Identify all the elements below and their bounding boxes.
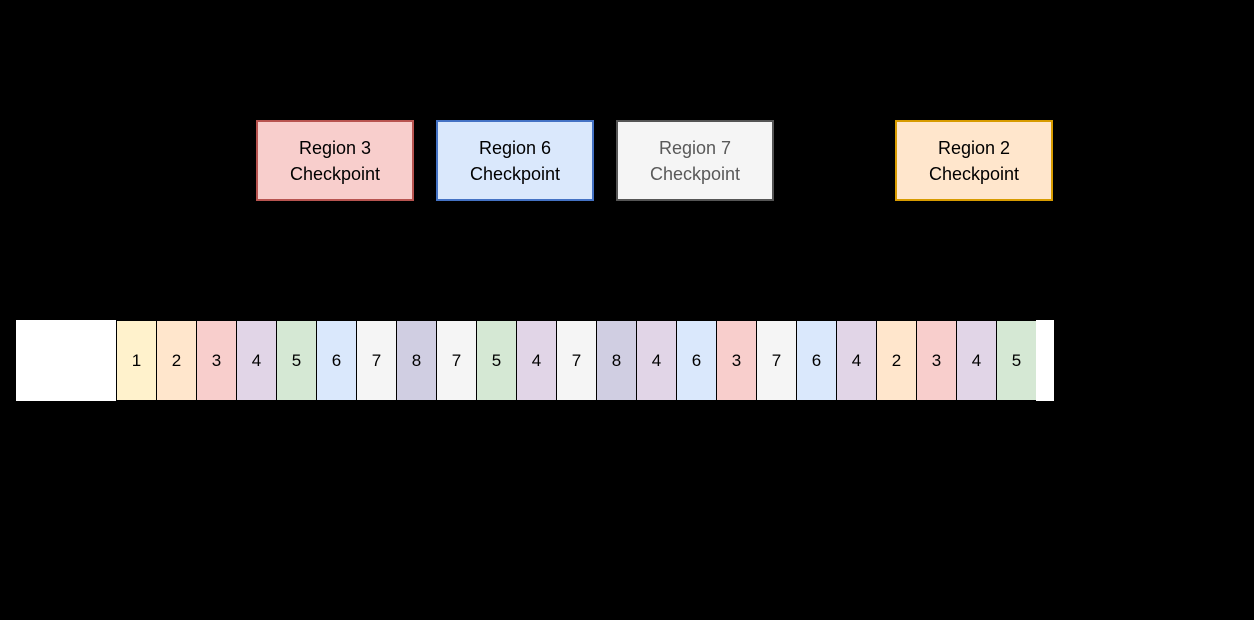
strip-cell: 7: [756, 320, 797, 401]
strip-cell: 3: [916, 320, 957, 401]
strip-cell-value: 3: [931, 350, 942, 370]
strip-cell: 2: [156, 320, 197, 401]
memory-strip: 1 2 3 4 5 6 7 8 7 5 4 7 8 4 6 3 7 6 4 2 …: [16, 320, 1054, 401]
strip-cell: 7: [556, 320, 597, 401]
strip-cell-value: 8: [411, 350, 422, 370]
strip-cell-value: 5: [491, 350, 502, 370]
strip-cell: 5: [276, 320, 317, 401]
strip-cell-value: 1: [131, 350, 142, 370]
strip-cell-value: 4: [651, 350, 662, 370]
strip-cell-value: 3: [731, 350, 742, 370]
strip-cell: 5: [476, 320, 517, 401]
strip-cell-value: 4: [251, 350, 262, 370]
checkpoint-label: Region 3 Checkpoint: [289, 137, 381, 184]
strip-cell-value: 4: [531, 350, 542, 370]
strip-cell-value: 3: [211, 350, 222, 370]
strip-cell: 8: [596, 320, 637, 401]
checkpoint-label: Region 6 Checkpoint: [469, 137, 561, 184]
strip-cell: 4: [836, 320, 877, 401]
strip-cells: 1 2 3 4 5 6 7 8 7 5 4 7 8 4 6 3 7 6 4 2 …: [116, 320, 1037, 401]
strip-cell: 4: [516, 320, 557, 401]
checkpoint-label: Region 2 Checkpoint: [928, 137, 1020, 184]
strip-cell-value: 6: [691, 350, 702, 370]
strip-cell-value: 7: [571, 350, 582, 370]
strip-cell: 6: [316, 320, 357, 401]
strip-cell: 7: [356, 320, 397, 401]
strip-cell-value: 6: [811, 350, 822, 370]
strip-cell: 1: [116, 320, 157, 401]
strip-cell-value: 2: [891, 350, 902, 370]
strip-cell: 6: [676, 320, 717, 401]
strip-lead-cell: [16, 320, 116, 401]
strip-cell-value: 5: [1011, 350, 1022, 370]
strip-cell: 3: [716, 320, 757, 401]
strip-tail-cell: [1036, 320, 1054, 401]
strip-cell-value: 2: [171, 350, 182, 370]
strip-cell-value: 4: [851, 350, 862, 370]
strip-cell: 6: [796, 320, 837, 401]
strip-cell-value: 7: [771, 350, 782, 370]
strip-cell-value: 8: [611, 350, 622, 370]
strip-cell-value: 4: [971, 350, 982, 370]
strip-cell: 4: [956, 320, 997, 401]
checkpoint-box: Region 6 Checkpoint: [436, 120, 594, 201]
strip-cell-value: 6: [331, 350, 342, 370]
strip-cell-value: 7: [451, 350, 462, 370]
strip-cell: 7: [436, 320, 477, 401]
checkpoint-label: Region 7 Checkpoint: [649, 137, 741, 184]
checkpoint-box: Region 2 Checkpoint: [895, 120, 1053, 201]
checkpoint-box: Region 7 Checkpoint: [616, 120, 774, 201]
strip-cell: 4: [636, 320, 677, 401]
strip-cell-value: 5: [291, 350, 302, 370]
strip-cell: 3: [196, 320, 237, 401]
strip-cell: 4: [236, 320, 277, 401]
strip-cell: 5: [996, 320, 1037, 401]
checkpoint-box: Region 3 Checkpoint: [256, 120, 414, 201]
strip-cell: 8: [396, 320, 437, 401]
strip-cell-value: 7: [371, 350, 382, 370]
strip-cell: 2: [876, 320, 917, 401]
